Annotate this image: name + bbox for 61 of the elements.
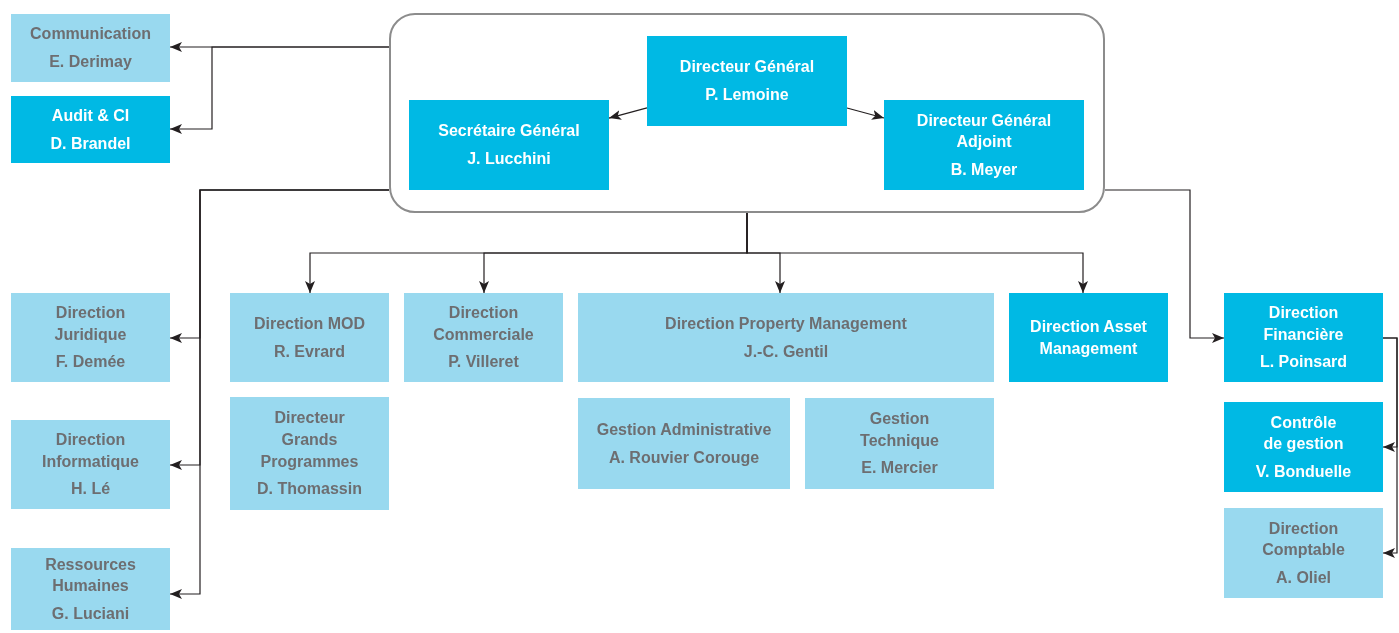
unit-title: Ressources Humaines (44, 554, 137, 597)
connector-arrow (846, 107, 885, 120)
unit-title: Direction Comptable (1261, 518, 1346, 561)
connector-arrow (746, 212, 1088, 294)
org-unit-box (1224, 402, 1383, 492)
unit-title: Communication (30, 24, 151, 45)
person-name: D. Brandel (50, 133, 131, 154)
person-name: P. Villeret (448, 352, 519, 373)
org-group-frame (389, 13, 1105, 213)
connector-arrow (1382, 337, 1398, 558)
org-unit-box (578, 293, 994, 382)
org-unit-box (11, 14, 170, 82)
org-unit-box (805, 398, 994, 489)
connector-arrow (608, 107, 648, 120)
org-unit-box (884, 100, 1084, 190)
org-unit-box (11, 420, 170, 509)
unit-title: Direction Financière (1262, 303, 1345, 345)
unit-title: Gestion Administrative (596, 419, 772, 440)
unit-title: Audit & CI (51, 105, 130, 126)
unit-title: Directeur Grands Programmes (259, 408, 360, 472)
org-unit-box (11, 293, 170, 382)
connector-arrow (1104, 189, 1225, 343)
unit-title: Direction MOD (253, 313, 366, 334)
connector-arrow (169, 46, 390, 134)
unit-title: Direction Commerciale (432, 303, 535, 345)
unit-title: Direction Property Management (665, 313, 907, 334)
org-unit-box (1009, 293, 1168, 382)
unit-title: Gestion Technique (859, 409, 940, 451)
person-name: J. Lucchini (467, 149, 551, 169)
connector-arrow (169, 189, 390, 599)
org-unit-box (1224, 508, 1383, 598)
org-unit-box (11, 96, 170, 163)
person-name: A. Oliel (1275, 567, 1332, 588)
org-unit-box (230, 293, 389, 382)
person-name: P. Lemoine (705, 85, 789, 105)
org-unit-box (230, 397, 389, 510)
unit-title: Secrétaire Général (438, 121, 580, 142)
org-unit-box (1224, 293, 1383, 382)
person-name: G. Luciani (51, 603, 130, 624)
unit-title: Direction Asset Management (1029, 316, 1148, 359)
person-name: L. Poinsard (1259, 352, 1348, 373)
unit-title: Directeur Général (679, 57, 815, 78)
unit-title: Direction Informatique (41, 430, 140, 472)
person-name: J.-C. Gentil (743, 341, 829, 362)
org-unit-box (647, 36, 847, 126)
org-unit-box (11, 548, 170, 630)
person-name: A. Rouvier Corouge (608, 447, 760, 468)
person-name: D. Thomassin (257, 479, 362, 500)
person-name: H. Lé (70, 479, 111, 500)
org-unit-box (409, 100, 609, 190)
unit-title: Direction Juridique (53, 303, 128, 345)
person-name: V. Bonduelle (1255, 461, 1352, 482)
unit-title: Contrôle de gestion (1262, 412, 1345, 455)
org-unit-box (578, 398, 790, 489)
org-unit-box (404, 293, 563, 382)
person-name: B. Meyer (950, 159, 1018, 180)
person-name: R. Evrard (273, 341, 346, 362)
person-name: E. Derimay (49, 52, 132, 72)
person-name: E. Mercier (861, 458, 938, 479)
person-name: F. Demée (55, 352, 126, 373)
unit-title: Directeur Général Adjoint (915, 110, 1053, 153)
